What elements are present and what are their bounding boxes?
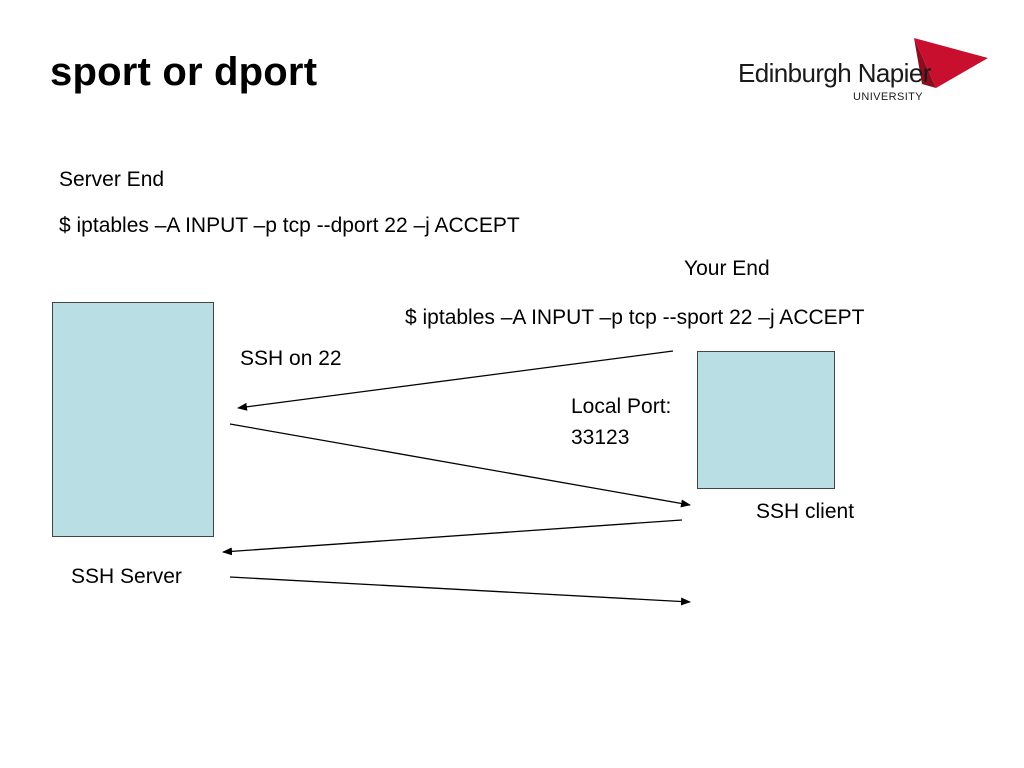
arrow-server-to-client-1 [229,423,691,508]
arrow-server-to-client-2 [229,576,691,606]
ssh-server-label: SSH Server [71,565,182,588]
slide-title: sport or dport [50,50,318,94]
server-end-heading: Server End [59,168,165,191]
client-iptables-command: $ iptables –A INPUT –p tcp --sport 22 –j… [405,306,865,329]
your-end-heading: Your End [684,257,770,280]
ssh-client-box [697,351,835,489]
ssh-client-label: SSH client [756,500,855,523]
ssh-port-label: SSH on 22 [240,347,342,370]
arrow-client-to-server-1 [237,350,674,411]
local-port-label: Local Port: [571,395,672,418]
logo-name: Edinburgh Napier [738,58,931,88]
university-logo: Edinburgh Napier UNIVERSITY [736,38,988,108]
pennant-flag-icon [914,38,988,88]
local-port-value: 33123 [571,426,630,449]
arrow-client-to-server-2 [222,519,683,556]
logo-subtitle: UNIVERSITY [853,91,924,103]
ssh-server-box [52,302,214,537]
server-iptables-command: $ iptables –A INPUT –p tcp --dport 22 –j… [59,214,520,237]
